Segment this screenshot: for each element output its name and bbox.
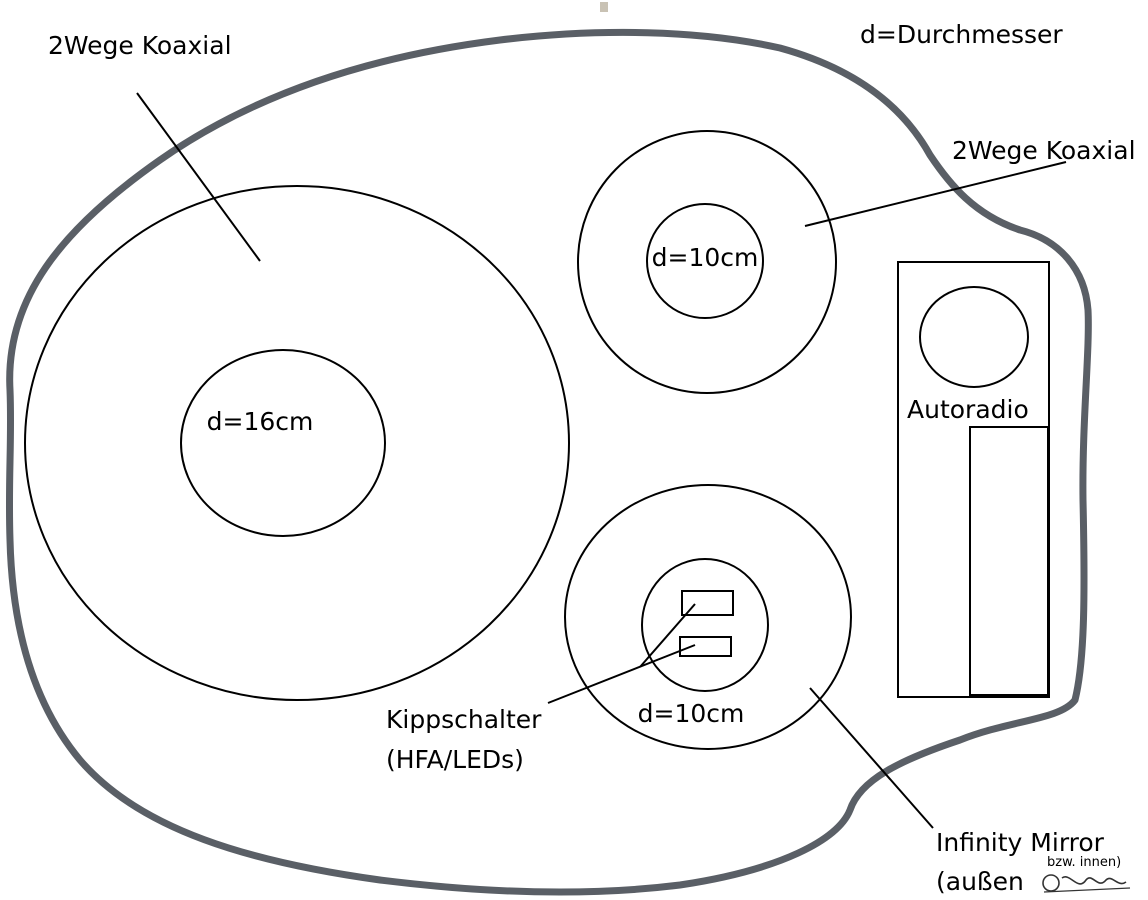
top-speaker-type-label: 2Wege Koaxial (952, 136, 1136, 165)
enclosure-outline (5, 28, 1092, 896)
artist-signature (1042, 874, 1131, 893)
bottom-speaker-inner-ring (641, 558, 769, 692)
autoradio-inner-box (969, 426, 1049, 696)
large-speaker-outer-ring (24, 185, 570, 701)
legend-text: d=Durchmesser (860, 20, 1063, 49)
top-speaker-diameter-label: d=10cm (652, 243, 759, 272)
mirror-leader-line (809, 687, 934, 829)
toggle-switch-upper (681, 590, 734, 616)
large-speaker-type-label: 2Wege Koaxial (48, 31, 232, 60)
switch-leader-line-a (547, 644, 696, 704)
bottom-speaker-diameter-label: d=10cm (638, 699, 745, 728)
switch-label-line2: (HFA/LEDs) (386, 745, 524, 774)
large-speaker-inner-ring (180, 349, 386, 537)
top-speaker-outer-ring (577, 130, 837, 394)
switch-label-line1: Kippschalter (386, 705, 542, 734)
top-speaker-leader-line (804, 161, 1067, 227)
top-speaker-inner-ring (646, 203, 764, 319)
mirror-label-line1: Infinity Mirror (936, 828, 1105, 857)
mirror-label-superscript: bzw. innen) (1047, 855, 1121, 870)
mirror-label-line2: (außen (936, 867, 1024, 896)
bottom-speaker-outer-ring (564, 484, 852, 750)
scan-artifact (600, 2, 608, 12)
toggle-switch-lower (679, 636, 732, 657)
switch-leader-line-b (639, 603, 696, 668)
large-speaker-diameter-label: d=16cm (207, 407, 314, 436)
large-speaker-leader-line (136, 92, 261, 262)
autoradio-knob (919, 286, 1029, 388)
autoradio-label: Autoradio (907, 395, 1029, 424)
